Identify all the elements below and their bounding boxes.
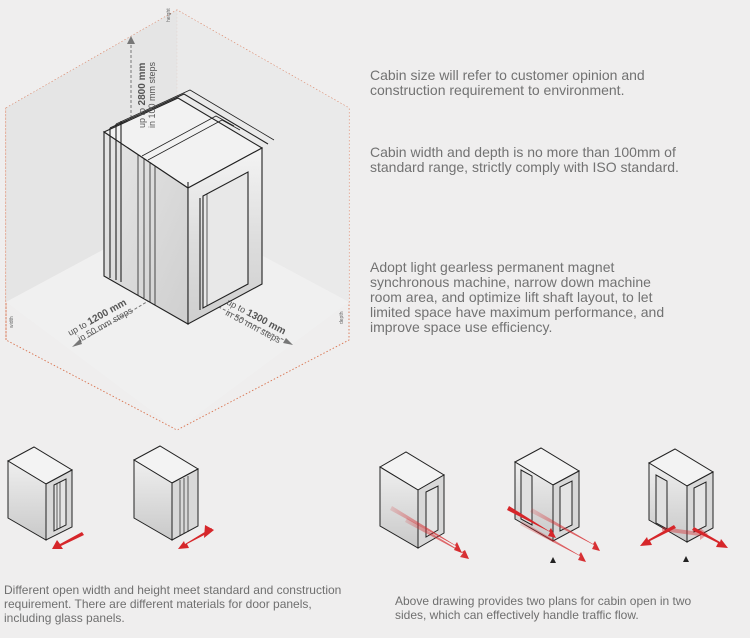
corner-label-depth: depth <box>339 311 345 324</box>
traffic-arrows-5 <box>640 525 728 548</box>
position-marker-5 <box>683 556 689 562</box>
small-cabin-front-door <box>6 446 74 541</box>
small-cabin-through-doors <box>513 447 581 542</box>
small-cabin-center-door <box>132 445 200 541</box>
corner-label-width: width <box>9 316 15 328</box>
description-paragraph-3: Adopt light gearless permanent magnet sy… <box>370 259 665 335</box>
svg-text:in 100 mm steps: in 100 mm steps <box>147 61 157 128</box>
traffic-arrow-3 <box>390 506 469 559</box>
caption-right: Above drawing provides two plans for cab… <box>395 594 692 622</box>
corner-label-height: height <box>166 8 172 22</box>
description-paragraph-1: Cabin size will refer to customer opinio… <box>370 67 645 98</box>
traffic-arrows-4 <box>507 506 600 562</box>
width-dimension-arrow <box>72 299 151 347</box>
svg-text:up to 2800 mm: up to 2800 mm <box>137 63 148 128</box>
caption-left: Different open width and height meet sta… <box>4 583 342 625</box>
description-paragraph-2: Cabin width and depth is no more than 10… <box>370 144 679 175</box>
small-cabin-adjacent-doors <box>647 448 715 543</box>
height-dimension-arrow <box>127 36 135 128</box>
main-cabin <box>102 89 275 325</box>
exit-arrow-1 <box>52 532 84 549</box>
two-way-arrow-2 <box>178 525 214 549</box>
height-dimension-label: up to 2800 mm in 100 mm steps <box>137 61 157 128</box>
position-marker-4 <box>550 557 556 563</box>
